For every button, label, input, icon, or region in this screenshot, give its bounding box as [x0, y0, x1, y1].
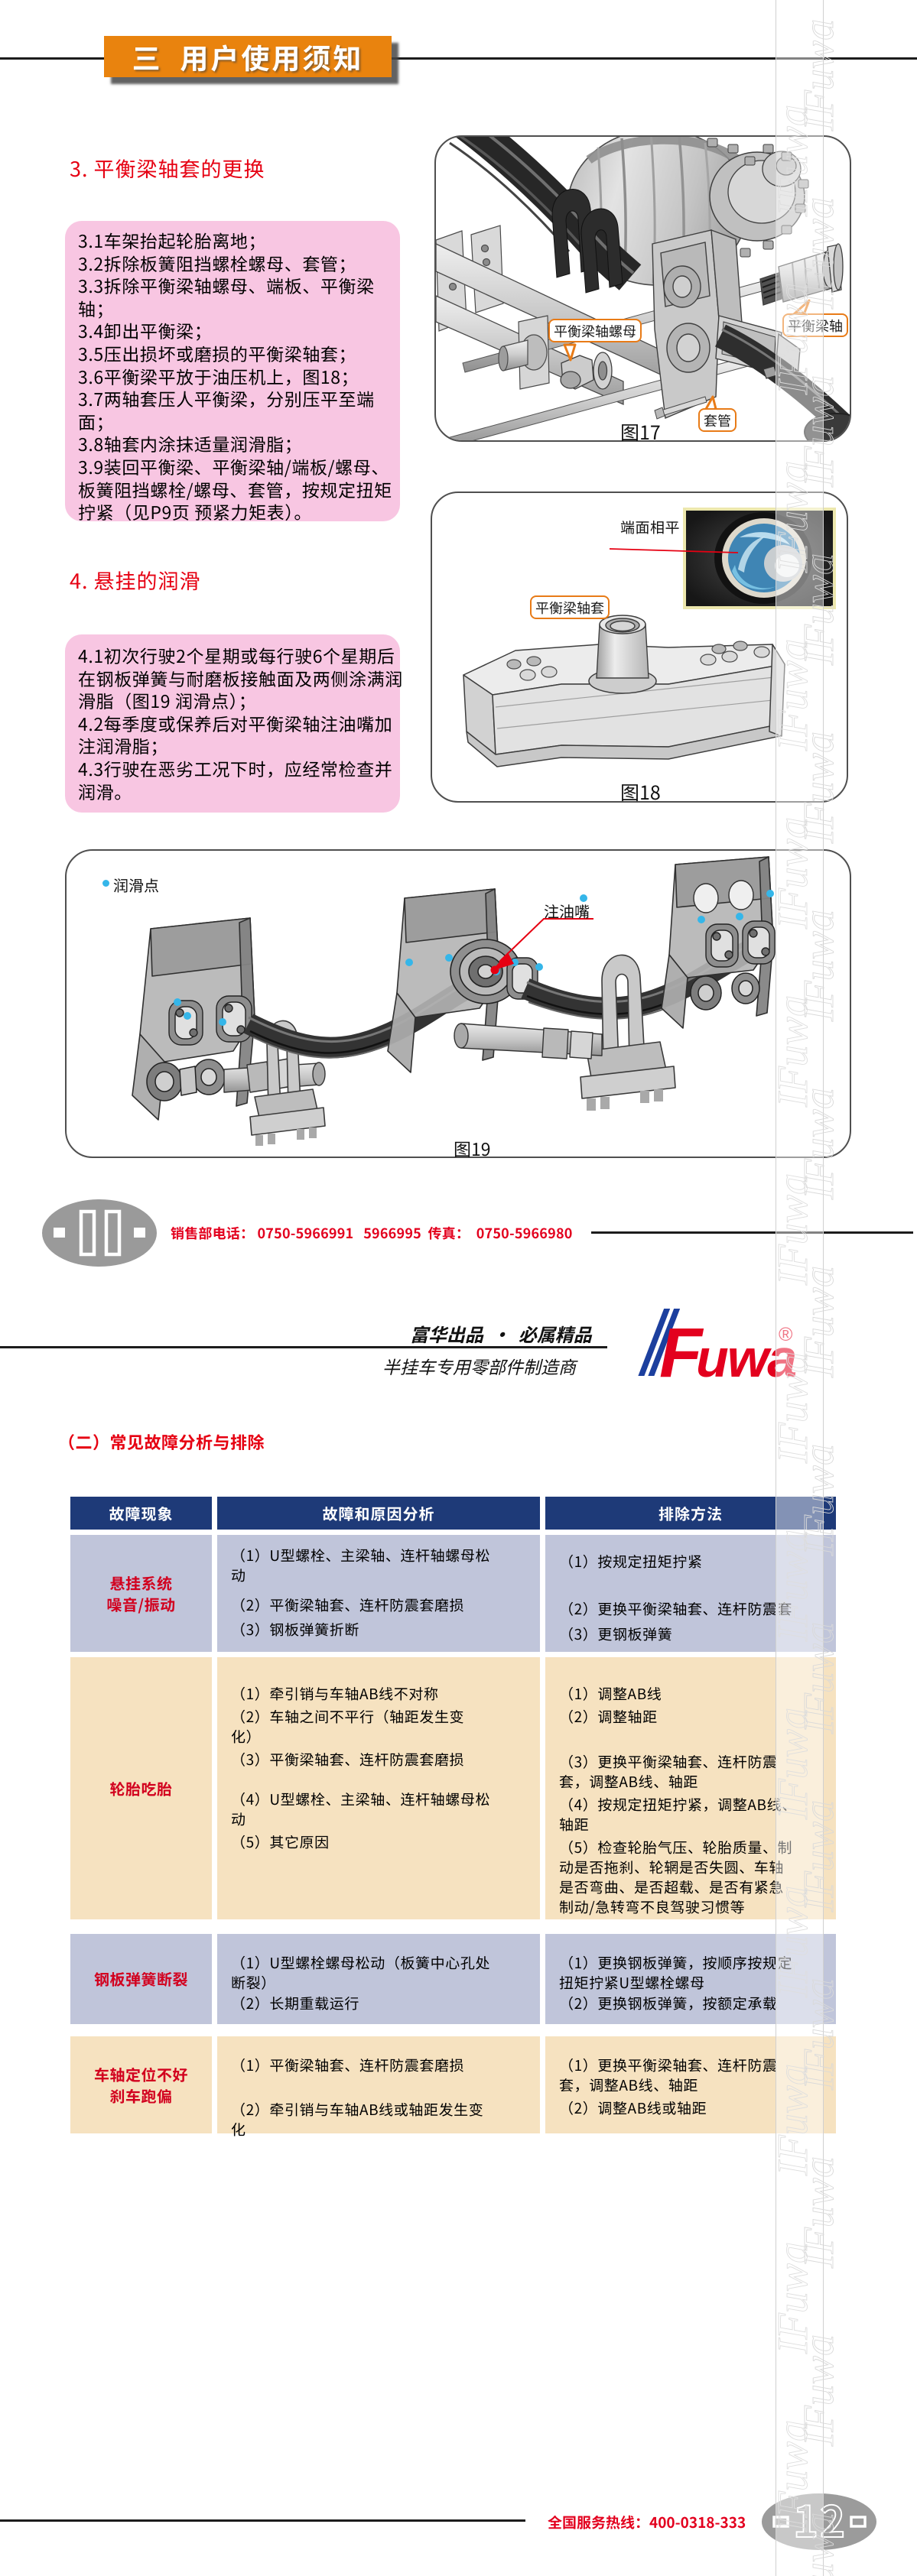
svg-text:uwa: uwa — [696, 1329, 795, 1388]
svg-text:F: F — [659, 1314, 704, 1392]
svg-text:12: 12 — [793, 2493, 847, 2550]
svg-text:®: ® — [779, 1324, 793, 1345]
